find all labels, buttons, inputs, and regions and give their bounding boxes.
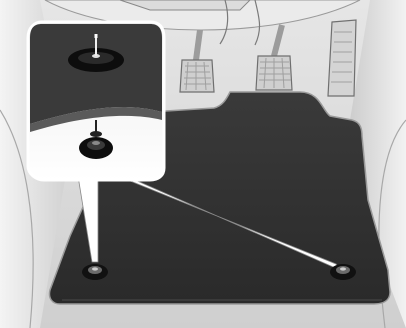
mat-clip-icon xyxy=(330,264,356,280)
mat-clip-right xyxy=(330,264,356,280)
accelerator-pedal xyxy=(328,20,356,96)
mat-clip-left xyxy=(82,264,108,280)
mat-clip-icon xyxy=(82,264,108,280)
detail-inset xyxy=(28,22,164,180)
